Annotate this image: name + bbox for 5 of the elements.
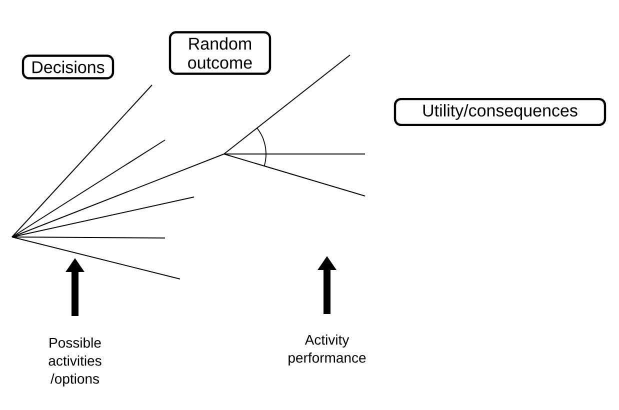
label-box: Decisions [22,54,114,80]
caption-text: Activity performance [288,334,366,366]
label-box: Random outcome [168,31,272,75]
label-box: Utility/consequences [394,98,606,126]
caption-text: Possible activities /options [48,337,102,387]
